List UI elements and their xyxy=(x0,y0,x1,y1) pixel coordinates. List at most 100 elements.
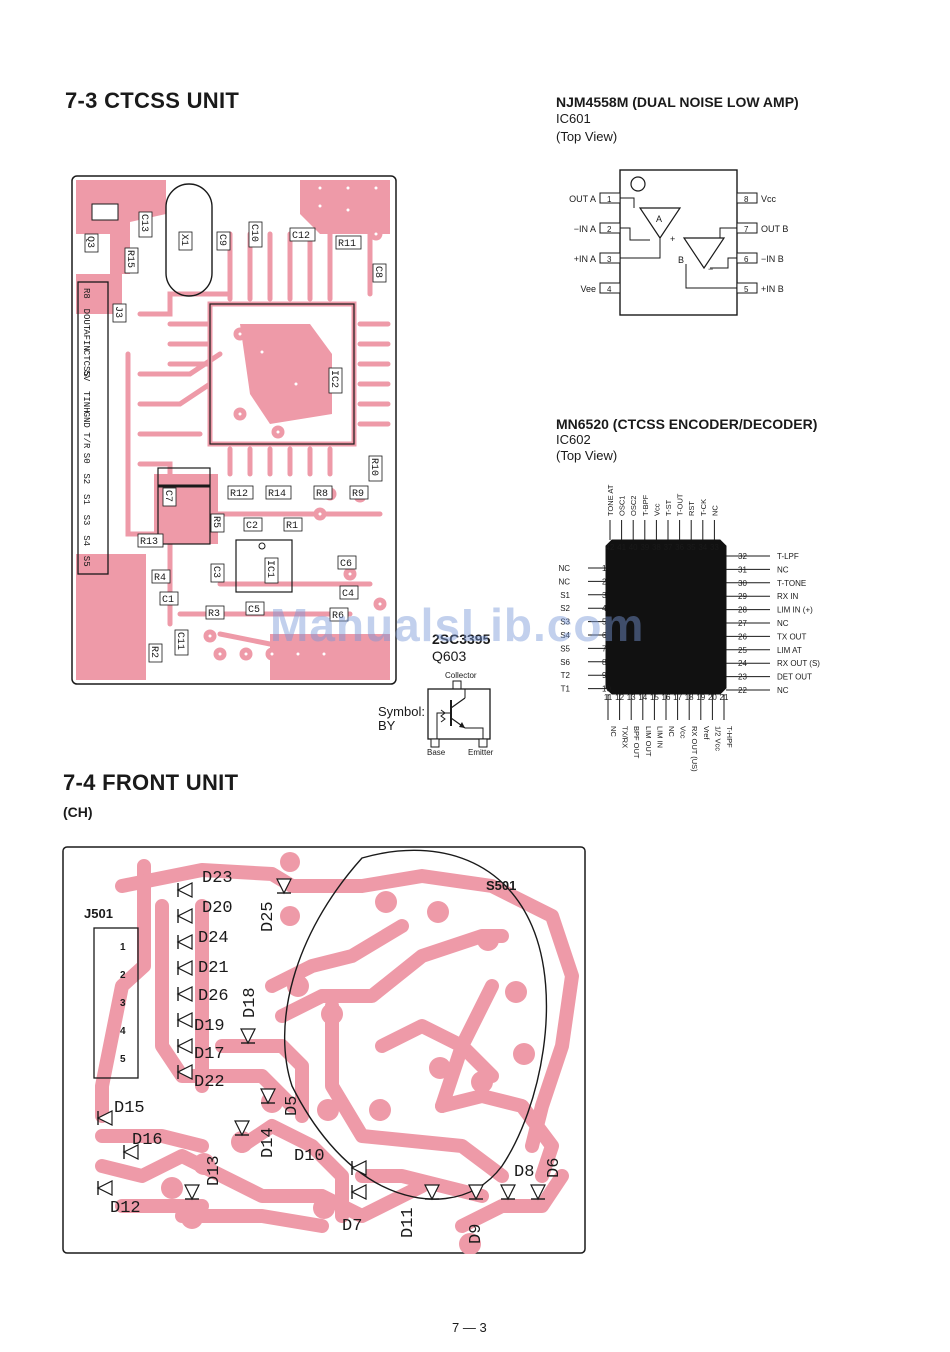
ctcss-part-outline xyxy=(151,569,171,584)
front-diode-label: D24 xyxy=(198,929,229,948)
ic602-pin-name: S1 xyxy=(560,591,570,600)
ic602-body xyxy=(605,539,727,695)
ic602-pin-name: T-TONE xyxy=(777,579,806,588)
front-section-subtitle: (CH) xyxy=(63,804,93,820)
ic602-pin-name: OSC1 xyxy=(618,496,627,516)
ic602-pin-number: 8 xyxy=(602,658,607,667)
diode-icon xyxy=(176,934,193,950)
ic602-pin-number: 40 xyxy=(629,543,638,552)
connector-j501-pin-label: 5 xyxy=(120,1054,126,1065)
ctcss-part-label: R5 xyxy=(210,516,221,528)
ic602-pin-number: 10 xyxy=(602,685,611,694)
ctcss-part-label: C5 xyxy=(248,605,260,616)
ic602-pin-number: 28 xyxy=(738,606,747,615)
connector-j501-pin-label: 3 xyxy=(120,998,126,1009)
ctcss-part-outline xyxy=(148,643,163,663)
ic601-pin-number: 1 xyxy=(607,195,612,204)
ic601-pin-number: 7 xyxy=(744,225,749,234)
ctcss-part-label: R3 xyxy=(208,609,220,620)
front-diode-label: D16 xyxy=(132,1131,163,1150)
front-diode-label: D9 xyxy=(467,1224,486,1244)
connector-j3-pin-label: T/R xyxy=(81,432,91,449)
diode-icon xyxy=(350,1184,367,1200)
ctcss-part-label: C13 xyxy=(138,214,149,232)
q603-package-diagram: Collector Base Emitter xyxy=(427,671,494,757)
ctcss-part-label: C11 xyxy=(174,632,185,650)
diode-icon xyxy=(530,1184,546,1201)
front-diode-label: D6 xyxy=(545,1158,564,1178)
ctcss-part-outline xyxy=(174,629,189,656)
ic602-pin-name: NC xyxy=(710,505,719,516)
ic602-pin-name: T2 xyxy=(561,671,571,680)
c7-outline xyxy=(157,467,211,545)
ic602-pin-name: S6 xyxy=(560,658,570,667)
transistor-wire xyxy=(436,712,451,739)
ctcss-part-outline xyxy=(329,607,349,622)
emitter-arrow-icon xyxy=(459,722,465,728)
copper-traces xyxy=(125,211,391,657)
front-diode-symbols xyxy=(96,878,546,1201)
ic602-pin-name: T-ST xyxy=(664,499,673,516)
front-diode-label: D19 xyxy=(194,1017,225,1036)
ic601-pin-number: 3 xyxy=(607,255,612,264)
ctcss-part-outline xyxy=(339,585,359,600)
ctcss-part-outline xyxy=(283,517,303,532)
ic602-pin-number: 6 xyxy=(602,631,607,640)
op-amp-a-label: A xyxy=(656,214,662,224)
ic601-pin-number: 5 xyxy=(744,285,749,294)
collector-pad xyxy=(452,680,462,690)
ctcss-part-label: IC1 xyxy=(264,560,275,578)
ctcss-part-label: C12 xyxy=(292,231,310,242)
ic602-pin-number: 37 xyxy=(664,543,673,552)
connector-j501-pin-label: 1 xyxy=(120,942,126,953)
page-number: 7 — 3 xyxy=(452,1320,487,1335)
connector-j3-pin-label: AFIN xyxy=(81,329,91,351)
q603-ref: Q603 xyxy=(432,648,467,664)
ic602-pin-name: T1 xyxy=(561,685,571,694)
ic602-pin-name: LIM IN (+) xyxy=(777,606,813,615)
front-diode-label: D8 xyxy=(514,1163,534,1182)
ic602-pin-name: NC xyxy=(667,726,676,737)
connector-j3-pin-label: DOUT xyxy=(81,309,91,331)
op-amp-b-label: B xyxy=(678,255,684,265)
q603-body xyxy=(427,688,491,740)
ic602-pin-number: 15 xyxy=(650,693,659,702)
copper-pads xyxy=(161,852,535,1254)
ic602-view: (Top View) xyxy=(556,448,618,463)
transistor-collector-leg xyxy=(450,697,466,709)
connector-j3-pin-label: GND xyxy=(81,412,91,428)
diode-icon xyxy=(424,1184,440,1201)
ic1-pin1-marker xyxy=(258,542,266,550)
ctcss-part-outline xyxy=(216,231,231,251)
diode-icon xyxy=(176,1038,193,1054)
ic601-pin-name: −IN A xyxy=(574,224,596,234)
front-section-title: 7-4 FRONT UNIT xyxy=(63,770,239,795)
ctcss-part-label: C2 xyxy=(246,521,258,532)
ctcss-part-label: C7 xyxy=(162,490,173,502)
ic602-pin-number: 41 xyxy=(617,543,626,552)
diode-icon xyxy=(350,1160,367,1176)
ctcss-part-label: Q3 xyxy=(84,236,95,248)
connector-j3-pin-label: S0 xyxy=(81,453,91,464)
ctcss-part-outline xyxy=(178,231,193,251)
ic601-pin-number: 2 xyxy=(607,225,612,234)
ctcss-part-outline xyxy=(245,601,265,616)
ic602-pin-name: S5 xyxy=(560,644,570,653)
ctcss-part-label: J3 xyxy=(112,306,123,318)
ctcss-part-label: C10 xyxy=(248,224,259,242)
diode-icon xyxy=(176,986,193,1002)
ic601-pin-name: OUT A xyxy=(569,194,596,204)
ctcss-part-label: R12 xyxy=(230,489,248,500)
ic601-pin1-marker xyxy=(630,176,646,192)
q603-symbol-value: BY xyxy=(378,718,396,733)
ic602-pin-number: 20 xyxy=(708,693,717,702)
ic602-pin-name: T-CK xyxy=(699,499,708,516)
front-diode-label: D21 xyxy=(198,959,229,978)
diode-icon xyxy=(96,1110,113,1126)
transistor-wire xyxy=(465,727,484,739)
ic601-body xyxy=(619,169,738,316)
